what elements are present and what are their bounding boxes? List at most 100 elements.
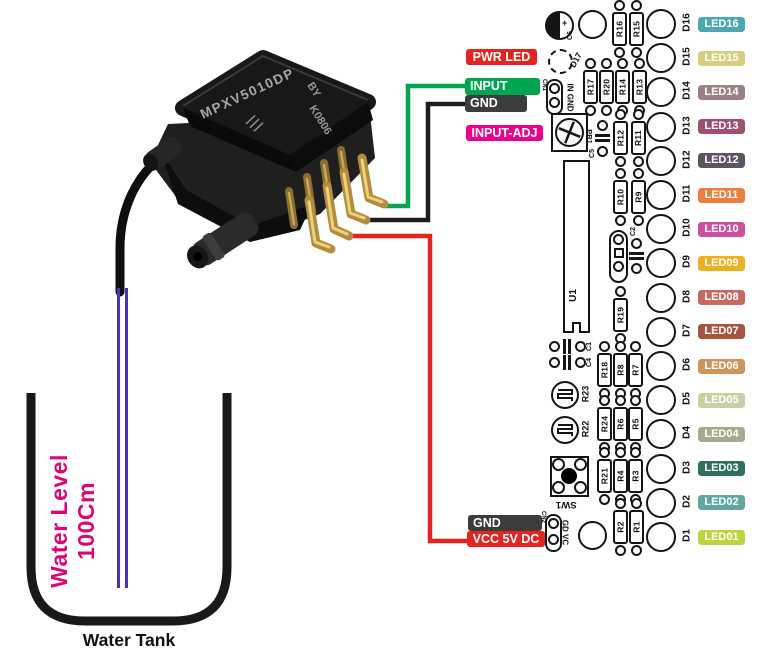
sw1-pin	[552, 481, 565, 494]
led-diode-circle	[646, 522, 676, 552]
cap-c2-pad	[631, 238, 642, 249]
vcc-label: VCC 5V DC	[467, 531, 545, 547]
resistor-ref-label: R1	[631, 521, 642, 533]
pr1-label: PR1	[584, 129, 594, 144]
ic-u1-notch	[572, 322, 581, 333]
resistor-pad	[599, 395, 610, 406]
cap-c2-plate	[629, 252, 644, 255]
resistor: R13	[632, 70, 647, 104]
resistor-pad	[615, 498, 626, 509]
diode-ref-label: D1	[681, 529, 693, 542]
resistor: R17	[583, 70, 598, 104]
pwr-led-label: PWR LED	[466, 49, 537, 65]
cn2-pins-label: GD VC	[560, 519, 570, 546]
resistor: R18	[597, 353, 612, 387]
resistor-ref-label: R5	[630, 418, 641, 430]
sw1-pin	[552, 458, 565, 471]
led-chip-label: LED10	[698, 221, 745, 237]
pot-pr1	[551, 113, 588, 152]
diode-ref-label: D6	[681, 358, 693, 371]
led-chip-label: LED03	[698, 461, 745, 477]
cn1-pad	[549, 97, 560, 108]
resistor-pad	[633, 215, 644, 226]
crystal-pad	[613, 234, 624, 245]
cap-c4-plate	[568, 355, 571, 370]
led-chip-label: LED05	[698, 392, 745, 408]
resistor-pad	[615, 109, 626, 120]
resistor: R1	[629, 510, 644, 544]
resistor-ref-label: R2	[615, 521, 626, 533]
water-tank	[26, 393, 232, 626]
led-chip-label: LED02	[698, 495, 745, 511]
resistor-pad	[585, 105, 596, 116]
sw1-actuator	[561, 468, 577, 484]
cap-c4-pad	[575, 357, 586, 368]
resistor: R12	[613, 121, 628, 155]
resistor-pad	[614, 0, 625, 11]
diode-ref-label: D10	[681, 218, 693, 237]
resistor: R16	[612, 12, 627, 46]
sensor-front-port	[187, 212, 259, 269]
cn2-pad	[548, 534, 559, 545]
resistor-pad	[631, 498, 642, 509]
diode-ref-label: D13	[681, 115, 693, 135]
led-chip-label: LED09	[698, 255, 745, 271]
resistor: R8	[613, 353, 628, 387]
ic-u1	[563, 160, 590, 333]
led-diode-circle	[646, 316, 676, 347]
resistor-pad	[631, 545, 642, 556]
led-diode-circle	[646, 351, 676, 381]
resistor-pad	[599, 341, 610, 352]
resistor: R19	[613, 298, 628, 332]
resistor-pad	[615, 215, 626, 226]
resistor-pad	[601, 58, 612, 69]
led-chip-label: LED04	[698, 426, 745, 442]
resistor-ref-label: R12	[615, 129, 626, 147]
resistor-pad	[630, 341, 641, 352]
led-diode-circle	[646, 111, 676, 142]
input-label: INPUT	[465, 78, 540, 95]
cap-c5-plate	[595, 139, 610, 142]
resistor-pad	[601, 105, 612, 116]
resistor-ref-label: R20	[601, 78, 612, 96]
ldr-zigzag	[557, 423, 573, 436]
crystal-pad	[613, 261, 624, 272]
resistor-ref-label: R3	[630, 470, 641, 482]
cap-c1-pad	[575, 341, 586, 352]
tube-blue	[117, 288, 128, 588]
resistor-ref-label: R11	[633, 129, 644, 147]
sensor-pins-front-highlight	[307, 158, 384, 249]
ldr-r23-label: R23	[580, 385, 591, 403]
resistor-pad	[599, 447, 610, 458]
led-chip-label: LED07	[698, 324, 745, 340]
diode-ref-label: D3	[681, 460, 693, 474]
cap-c5-pad	[597, 120, 608, 131]
crystal-square	[614, 248, 624, 258]
pot-pr1-dial	[555, 118, 584, 147]
resistor-pad	[633, 109, 644, 120]
resistor-ref-label: R18	[599, 361, 610, 379]
gnd-label: GND	[465, 95, 527, 112]
resistor: R21	[597, 459, 612, 493]
resistor: R24	[597, 407, 612, 441]
led-diode-circle	[646, 180, 676, 210]
diode-ref-label: D8	[681, 289, 693, 303]
resistor-ref-label: R24	[599, 415, 610, 433]
resistor-pad	[615, 156, 626, 167]
led-diode-circle	[646, 248, 676, 279]
cap-c2-pad	[631, 263, 642, 274]
cap-c1-label: C1	[585, 342, 593, 351]
resistor-ref-label: R7	[630, 364, 641, 376]
cn2-pad	[548, 518, 559, 529]
diode-ref-label: D16	[681, 13, 693, 32]
resistor: R5	[628, 407, 643, 441]
freescale-logo	[245, 114, 264, 132]
resistor-ref-label: R15	[631, 20, 642, 38]
ldr-zigzag	[557, 388, 573, 401]
resistor-ref-label: R17	[585, 78, 596, 96]
resistor-ref-label: R16	[614, 20, 625, 38]
led-diode-circle	[646, 419, 676, 450]
resistor-pad	[630, 395, 641, 406]
